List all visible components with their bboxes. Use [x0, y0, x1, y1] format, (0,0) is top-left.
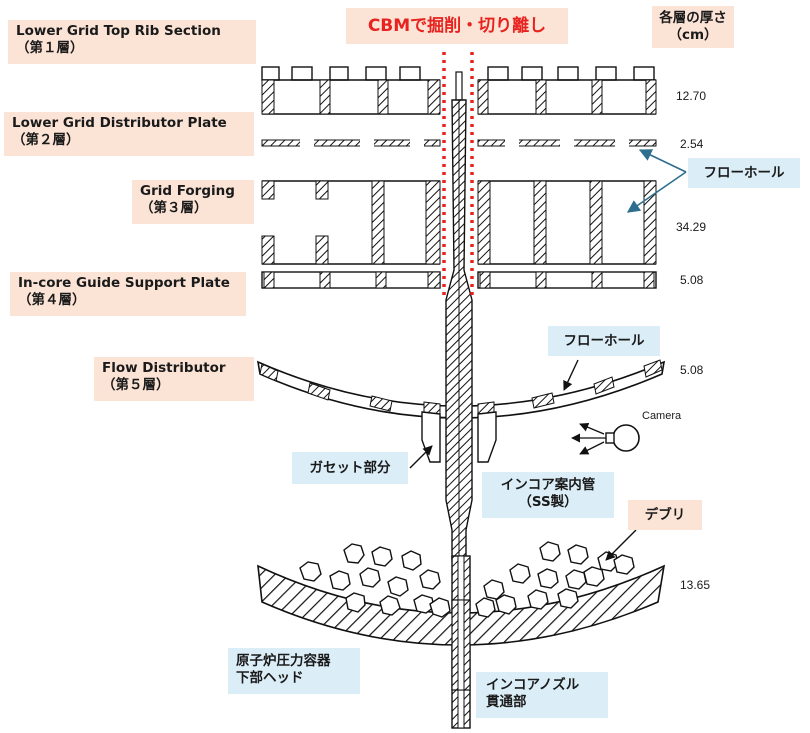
thickness-lower-head: 13.65: [680, 578, 711, 592]
vessel-label: 原子炉圧力容器 下部ヘッド: [228, 648, 360, 694]
thickness-header-line2: （cm）: [668, 27, 718, 43]
thickness-header: 各層の厚さ （cm）: [652, 6, 734, 48]
layer-2-distributor-plate: [261, 139, 657, 147]
flow-hole-arrow-bottom: [626, 171, 687, 213]
layer-5-flow-distributor: [256, 359, 666, 463]
vessel-line1: 原子炉圧力容器: [236, 653, 331, 669]
layer-4-name: In-core Guide Support Plate: [18, 275, 230, 291]
flow-hole-arrow-top: [638, 149, 687, 173]
thickness-header-line1: 各層の厚さ: [659, 10, 727, 26]
debris-arrow: [605, 529, 637, 561]
layer-3-label: Grid Forging （第３層）: [132, 180, 254, 224]
guide-tube-label: インコア案内管 （SS製）: [482, 472, 614, 518]
camera-icon: [571, 422, 640, 455]
layer-3-number: （第３層）: [140, 200, 208, 216]
in-core-guide-tube: [445, 71, 473, 561]
layer-2-number: （第２層）: [12, 132, 80, 148]
vessel-line2: 下部ヘッド: [236, 670, 304, 686]
thickness-layer-5: 5.08: [680, 363, 704, 377]
layer-1-top-rib: [261, 66, 657, 115]
thickness-layer-4: 5.08: [680, 273, 704, 287]
thickness-layer-1: 12.70: [676, 89, 707, 103]
layer-5-number: （第５層）: [102, 377, 170, 393]
layer-2-name: Lower Grid Distributor Plate: [12, 115, 227, 131]
gusset-label: ガセット部分: [292, 452, 408, 484]
layer-3-name: Grid Forging: [140, 183, 235, 199]
layer-1-label: Lower Grid Top Rib Section （第１層）: [8, 20, 256, 64]
layer-2-label: Lower Grid Distributor Plate （第２層）: [4, 112, 254, 156]
debris-label: デブリ: [628, 500, 702, 530]
thickness-layer-2: 2.54: [680, 137, 704, 151]
gusset-arrow: [409, 445, 433, 469]
debris: [299, 541, 635, 618]
layer-4-label: In-core Guide Support Plate （第４層）: [10, 272, 246, 316]
guide-tube-line1: インコア案内管: [500, 477, 596, 493]
camera-label: Camera: [642, 410, 682, 422]
layer-3-grid-forging: [261, 180, 657, 265]
layer-4-number: （第４層）: [18, 292, 86, 308]
flow-hole-label-top: フローホール: [688, 158, 800, 188]
layer-5-label: Flow Distributor （第５層）: [94, 357, 254, 401]
layer-1-number: （第１層）: [16, 40, 84, 56]
layer-1-name: Lower Grid Top Rib Section: [16, 23, 221, 39]
thickness-layer-3: 34.29: [676, 220, 707, 234]
nozzle-line1: インコアノズル: [486, 677, 580, 693]
guide-tube-line2: （SS製）: [518, 494, 578, 510]
page-title: CBMで掘削・切り離し: [346, 8, 568, 44]
flow-hole-arrow-distributor: [563, 359, 579, 391]
layer-5-name: Flow Distributor: [102, 360, 226, 376]
flow-hole-label-distributor: フローホール: [548, 326, 660, 356]
nozzle-label: インコアノズル 貫通部: [476, 672, 608, 718]
nozzle-line2: 貫通部: [486, 694, 527, 710]
layer-4-support-plate: [261, 271, 657, 289]
